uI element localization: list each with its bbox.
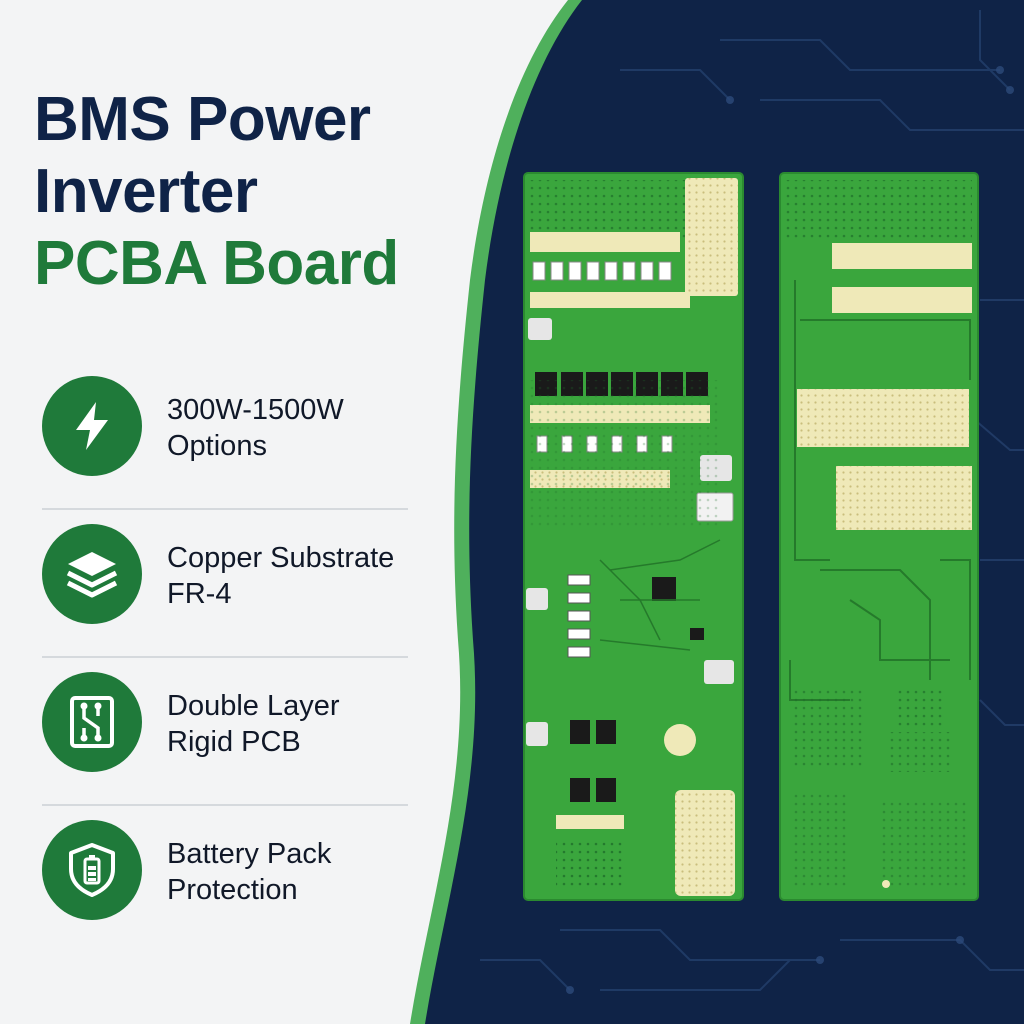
feature-item-layer: Double Layer Rigid PCB (42, 658, 408, 806)
feature-line-2: Options (167, 430, 267, 462)
page-title: BMS Power Inverter PCBA Board (34, 84, 474, 300)
feature-line-2: Rigid PCB (167, 726, 301, 758)
pcb-board-front (523, 172, 744, 901)
feature-badge (42, 524, 142, 624)
feature-line-1: Double Layer (167, 690, 340, 722)
feature-badge (42, 820, 142, 920)
title-line-1: BMS Power (34, 85, 371, 154)
feature-text: 300W-1500W Options (167, 392, 417, 464)
feature-item-power: 300W-1500W Options (42, 362, 408, 510)
layers-icon (66, 552, 118, 598)
feature-text: Battery Pack Protection (167, 836, 417, 908)
feature-line-1: Battery Pack (167, 838, 332, 870)
feature-text: Double Layer Rigid PCB (167, 688, 417, 760)
feature-line-1: 300W-1500W (167, 394, 344, 426)
feature-text: Copper Substrate FR-4 (167, 540, 417, 612)
title-line-3: PCBA Board (34, 229, 399, 298)
feature-item-protection: Battery Pack Protection (42, 806, 408, 952)
feature-badge (42, 376, 142, 476)
battery-shield-icon (69, 843, 115, 897)
feature-list: 300W-1500W Options Copper Substrate FR-4 (42, 362, 408, 952)
feature-badge (42, 672, 142, 772)
pcb-board-back (779, 172, 979, 901)
feature-line-2: Protection (167, 874, 298, 906)
feature-item-substrate: Copper Substrate FR-4 (42, 510, 408, 658)
lightning-icon (76, 402, 108, 450)
title-line-2: Inverter (34, 157, 258, 226)
feature-line-2: FR-4 (167, 578, 232, 610)
circuit-icon (70, 696, 114, 748)
feature-line-1: Copper Substrate (167, 542, 395, 574)
